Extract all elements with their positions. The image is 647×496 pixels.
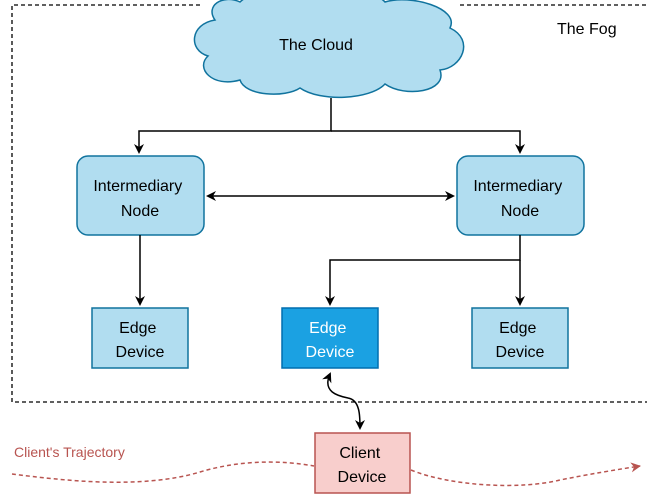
intermediary-node-left (76, 155, 205, 236)
cloud-to-nodes-connector (134, 98, 332, 154)
edge-device-right-label: Edge Device (496, 320, 545, 361)
edge-device-center (281, 307, 379, 369)
intermediary-node-right (456, 155, 585, 236)
client-device (314, 432, 411, 494)
intermediary-node-right-label: Intermediary Node (473, 178, 566, 220)
intermediary-node-left-label: Intermediary Node (93, 178, 186, 220)
edge-device-center-label: Edge Device (306, 320, 355, 361)
fog-boundary (11, 4, 647, 403)
cloud-to-right-node-connector (331, 130, 525, 154)
edge-device-left-label: Edge Device (116, 320, 165, 361)
trajectory-path-left (11, 461, 315, 483)
cloud-label: The Cloud (279, 37, 353, 54)
trajectory-label: Client's Trajectory (14, 444, 125, 460)
edge-device-right (471, 307, 569, 369)
edge-to-client-connector (322, 372, 365, 430)
trajectory-path-right (410, 462, 641, 487)
cloud-shape (193, 0, 465, 98)
edge-device-left (91, 307, 189, 369)
client-device-label: Client Device (338, 445, 387, 486)
right-node-to-edges-connector (325, 235, 521, 306)
fog-label: The Fog (557, 21, 617, 38)
